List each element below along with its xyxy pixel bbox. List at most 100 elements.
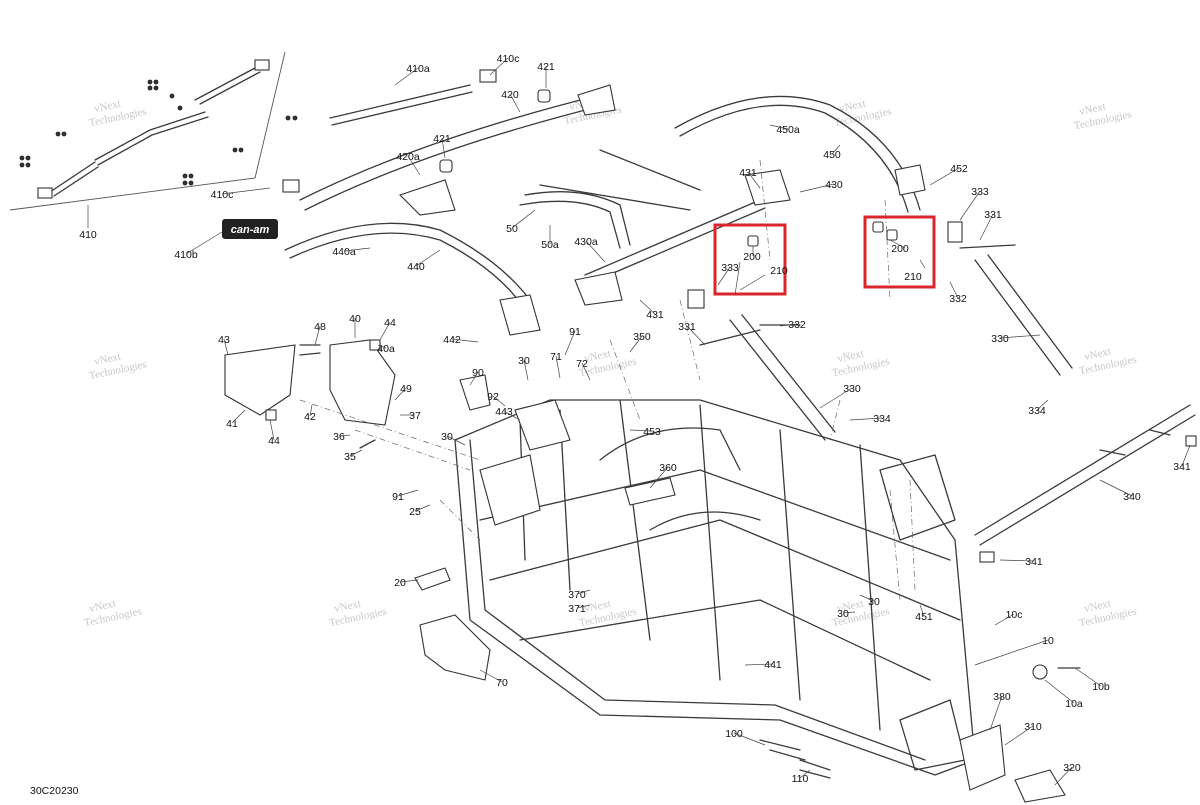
bracket-320 xyxy=(1014,769,1066,803)
part-label-92: 92 xyxy=(487,391,499,403)
clip-48 xyxy=(299,344,321,356)
watermark: vNext Technologies xyxy=(328,598,388,630)
part-label-36: 36 xyxy=(333,431,345,443)
leader-line-453 xyxy=(629,429,653,432)
logo-plate xyxy=(222,219,278,239)
leader-line-410c2 xyxy=(221,187,271,195)
tube-410-lower xyxy=(94,111,209,166)
leader-line-20 xyxy=(399,579,419,583)
centerlines xyxy=(299,159,916,601)
part-label-49: 49 xyxy=(400,383,412,395)
leader-line-331a xyxy=(979,213,994,241)
leader-line-42 xyxy=(309,404,313,417)
part-label-450a: 450a xyxy=(776,124,800,136)
leader-line-43 xyxy=(223,338,229,356)
leader-line-10b xyxy=(1074,667,1102,687)
part-label-30d: 30 xyxy=(837,608,849,620)
leader-line-40a xyxy=(377,344,387,349)
part-label-430: 430 xyxy=(825,179,843,191)
leaders-right-box xyxy=(889,239,926,269)
leaders-left-box xyxy=(734,246,766,296)
bolt-341b xyxy=(1185,435,1197,447)
highlight-boxes xyxy=(713,215,936,296)
label-leaders xyxy=(185,57,1191,786)
part-label-331a: 331 xyxy=(984,209,1002,221)
bolt-200-right-1 xyxy=(872,221,884,233)
leader-line-91b xyxy=(397,489,419,497)
watermark-line1: vNext xyxy=(1083,598,1112,615)
kit-box-outline xyxy=(9,51,286,211)
watermark: vNext Technologies xyxy=(88,351,148,383)
part-label-10c: 10c xyxy=(1006,609,1023,621)
bolt-341 xyxy=(979,551,995,563)
leader-line-350 xyxy=(629,335,643,353)
part-label-320: 320 xyxy=(1063,762,1081,774)
highlight-box-right xyxy=(863,215,936,289)
part-label-334a: 334 xyxy=(873,413,891,425)
part-label-441: 441 xyxy=(764,659,782,671)
frame-rear-plate xyxy=(879,454,956,541)
part-label-20: 20 xyxy=(394,577,406,589)
leader-line-360 xyxy=(649,466,669,489)
watermark: vNext Technologies xyxy=(1078,346,1138,378)
leader-line-30a xyxy=(523,359,529,381)
kit-410-group: can-am xyxy=(9,51,298,239)
bracket-420a xyxy=(398,179,456,216)
part-label-443: 443 xyxy=(495,406,513,418)
leader-line-334b xyxy=(1036,399,1049,411)
leader-line-450a xyxy=(769,124,789,130)
leader-line-334a xyxy=(849,417,883,421)
watermark-line1: vNext xyxy=(93,351,122,368)
part-label-420: 420 xyxy=(501,89,519,101)
bolt-200-left xyxy=(747,235,759,247)
leader-line-380 xyxy=(989,695,1003,731)
leader-line-44a xyxy=(379,321,391,341)
part-label-37: 37 xyxy=(409,410,421,422)
bracket-421 xyxy=(577,84,616,116)
watermarks: vNext Technologies vNext Technologies vN… xyxy=(83,96,1138,630)
bracket-41 xyxy=(224,344,296,416)
watermark-line1: vNext xyxy=(583,598,612,615)
part-label-30c: 30 xyxy=(868,596,880,608)
leader-line-421b xyxy=(441,137,446,159)
leader-line-371 xyxy=(576,604,591,609)
leader-line-451 xyxy=(919,604,925,617)
part-label-440: 440 xyxy=(407,261,425,273)
part-label-440a: 440a xyxy=(332,246,356,258)
nut-421 xyxy=(537,89,551,103)
leader-line-10 xyxy=(974,639,1049,666)
leader-line-30c xyxy=(859,594,875,602)
part-label-44b: 44 xyxy=(268,435,280,447)
tube-410-end xyxy=(49,161,99,197)
bushing-44 xyxy=(265,409,277,421)
part-label-371: 371 xyxy=(568,603,586,615)
part-label-70: 70 xyxy=(496,677,508,689)
arch-440 xyxy=(284,222,531,306)
bushing-40a xyxy=(369,339,381,351)
part-label-331b: 331 xyxy=(678,321,696,333)
watermark: vNext Technologies xyxy=(1078,598,1138,630)
part-label-370: 370 xyxy=(568,589,586,601)
clip-333 xyxy=(687,289,705,309)
frame-verticals xyxy=(519,399,881,731)
part-label-200b: 200 xyxy=(891,243,909,255)
part-label-310: 310 xyxy=(1024,721,1042,733)
leader-line-90 xyxy=(469,371,479,386)
tube-420 xyxy=(299,94,606,211)
part-label-333b: 333 xyxy=(971,186,989,198)
watermark-line1: vNext xyxy=(1083,346,1112,363)
leader-line-71 xyxy=(555,355,561,379)
leader-line-420 xyxy=(509,93,521,113)
part-label-90: 90 xyxy=(472,367,484,379)
diagram-code: 30C20230 xyxy=(30,785,79,797)
watermark-line1: vNext xyxy=(836,598,865,615)
leader-line-341b xyxy=(999,559,1035,562)
watermark-line1: vNext xyxy=(1078,101,1107,118)
clamp-410c-2 xyxy=(282,179,300,193)
clamp-410c xyxy=(254,59,270,71)
leader-line-410a xyxy=(394,67,419,86)
frame-rear-corner xyxy=(899,699,966,771)
frame-inner-lower xyxy=(469,439,926,761)
bolt-35 xyxy=(359,439,376,449)
clip-333b xyxy=(947,221,963,243)
